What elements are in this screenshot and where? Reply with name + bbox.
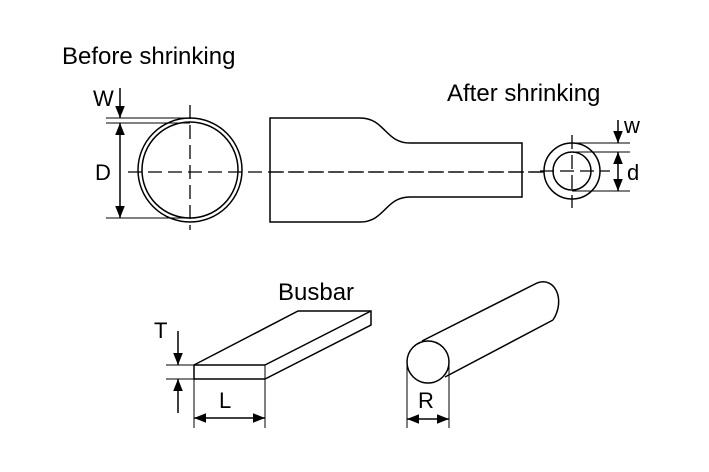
tube-side-view <box>269 117 523 223</box>
tube-after-cross-section <box>540 120 630 208</box>
flat-busbar <box>166 310 372 428</box>
d-label: d <box>627 160 639 185</box>
D-label: D <box>95 160 111 185</box>
T-label: T <box>154 318 167 343</box>
R-label: R <box>418 388 434 413</box>
L-label: L <box>219 388 231 413</box>
W-label: W <box>93 86 114 111</box>
busbar-label: Busbar <box>278 279 354 306</box>
w-label: w <box>623 113 640 138</box>
round-busbar <box>406 281 560 428</box>
before-shrinking-label: Before shrinking <box>62 43 235 70</box>
tube-before-cross-section <box>106 88 243 230</box>
after-shrinking-label: After shrinking <box>447 80 600 107</box>
